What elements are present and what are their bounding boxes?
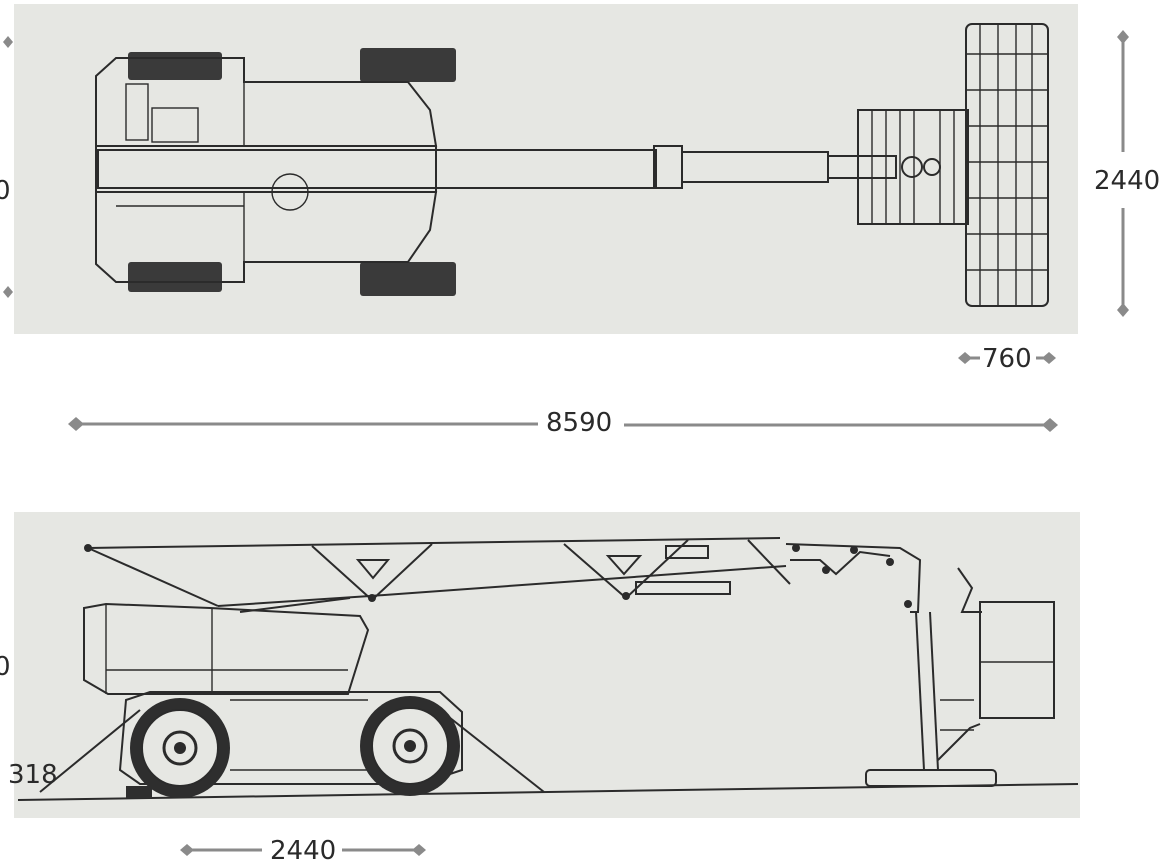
top-boom (97, 145, 941, 189)
overall-length-label: 8590 (546, 408, 613, 438)
top-width-dimension (1117, 30, 1129, 317)
top-chassis (95, 57, 438, 283)
length-dimension (68, 417, 1058, 432)
side-basket (865, 567, 1055, 787)
top-wheel-rear-right (360, 262, 456, 296)
side-wheel-rear (360, 696, 460, 796)
basket-dimension (958, 352, 1056, 364)
ground-clearance-label: 318 (8, 760, 58, 790)
top-wheel-front-right (128, 262, 222, 292)
top-width-label: 2440 (1094, 166, 1161, 196)
top-left-cut-label: 0 (0, 176, 11, 206)
side-wheel-chock (126, 786, 152, 798)
side-boom (84, 537, 922, 613)
side-left-cut-label: 0 (0, 652, 11, 682)
top-wheel-rear-left (360, 48, 456, 82)
top-wheel-front-left (128, 52, 222, 80)
top-basket (857, 23, 1049, 307)
side-wheel-front (130, 698, 230, 798)
side-view (14, 512, 1080, 856)
basket-width-label: 760 (982, 344, 1032, 374)
wheelbase-dimension (180, 844, 426, 856)
wheelbase-label: 2440 (270, 836, 337, 866)
side-chassis (39, 602, 545, 793)
top-view (3, 4, 1129, 432)
